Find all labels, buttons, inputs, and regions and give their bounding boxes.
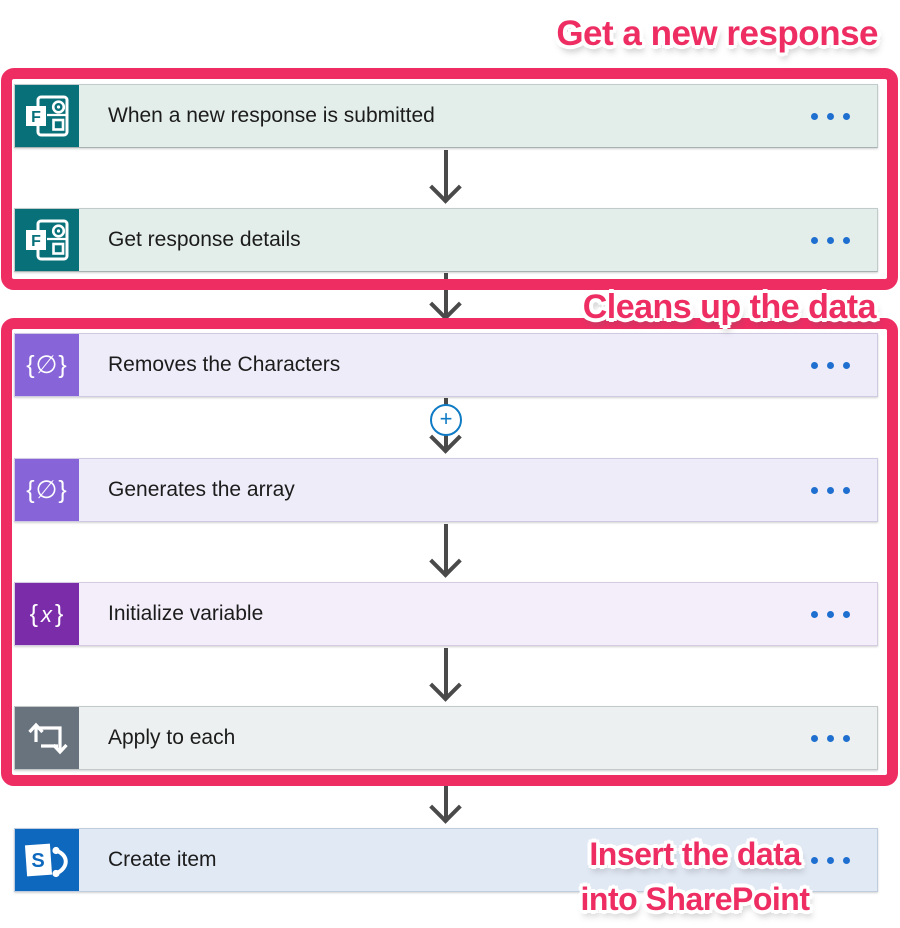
loop-icon bbox=[15, 707, 79, 769]
ellipsis-icon bbox=[811, 361, 818, 369]
compose-icon: {∅} bbox=[15, 334, 79, 396]
step-title: Create item bbox=[108, 848, 217, 871]
step-apply-to-each[interactable]: Apply to each bbox=[14, 706, 878, 770]
arrow-down-icon bbox=[426, 273, 466, 325]
arrow-down-icon bbox=[426, 782, 466, 828]
arrow-down-icon bbox=[426, 524, 466, 582]
more-options-button[interactable] bbox=[811, 856, 877, 864]
ellipsis-icon bbox=[811, 486, 818, 494]
step-removes-the-characters[interactable]: {∅} Removes the Characters bbox=[14, 333, 878, 397]
arrow-down-icon bbox=[426, 150, 466, 208]
sharepoint-icon: S bbox=[15, 829, 79, 891]
more-options-button[interactable] bbox=[811, 734, 877, 742]
ellipsis-icon bbox=[811, 112, 818, 120]
svg-text:F: F bbox=[31, 109, 41, 126]
plus-icon: + bbox=[439, 406, 453, 431]
forms-icon: F bbox=[15, 85, 79, 147]
step-initialize-variable[interactable]: {x} Initialize variable bbox=[14, 582, 878, 646]
step-title: When a new response is submitted bbox=[108, 104, 435, 127]
annotation-get-a-new-response: Get a new response bbox=[556, 14, 878, 53]
more-options-button[interactable] bbox=[811, 361, 877, 369]
ellipsis-icon bbox=[811, 734, 818, 742]
ellipsis-icon bbox=[811, 856, 818, 864]
annotation-insert-into-sharepoint: Insert the data into SharePoint bbox=[580, 836, 810, 917]
step-generates-the-array[interactable]: {∅} Generates the array bbox=[14, 458, 878, 522]
step-title: Get response details bbox=[108, 228, 301, 251]
forms-icon: F bbox=[15, 209, 79, 271]
insert-step-button[interactable]: + bbox=[430, 404, 462, 436]
step-title: Removes the Characters bbox=[108, 353, 341, 376]
variable-icon: {x} bbox=[15, 583, 79, 645]
step-title: Initialize variable bbox=[108, 602, 264, 625]
step-title: Apply to each bbox=[108, 726, 236, 749]
annotation-cleans-up-the-data: Cleans up the data bbox=[582, 288, 877, 326]
ellipsis-icon bbox=[811, 236, 818, 244]
ellipsis-icon bbox=[811, 610, 818, 618]
arrow-down-icon bbox=[426, 648, 466, 706]
step-title: Generates the array bbox=[108, 478, 295, 501]
more-options-button[interactable] bbox=[811, 486, 877, 494]
compose-icon: {∅} bbox=[15, 459, 79, 521]
step-create-item[interactable]: S Create item bbox=[14, 828, 878, 892]
step-get-response-details[interactable]: F Get response details bbox=[14, 208, 878, 272]
more-options-button[interactable] bbox=[811, 610, 877, 618]
more-options-button[interactable] bbox=[811, 236, 877, 244]
svg-text:S: S bbox=[31, 850, 44, 872]
svg-text:F: F bbox=[31, 233, 41, 250]
more-options-button[interactable] bbox=[811, 112, 877, 120]
step-when-a-new-response-is-submitted[interactable]: F When a new response is submitted bbox=[14, 84, 878, 148]
